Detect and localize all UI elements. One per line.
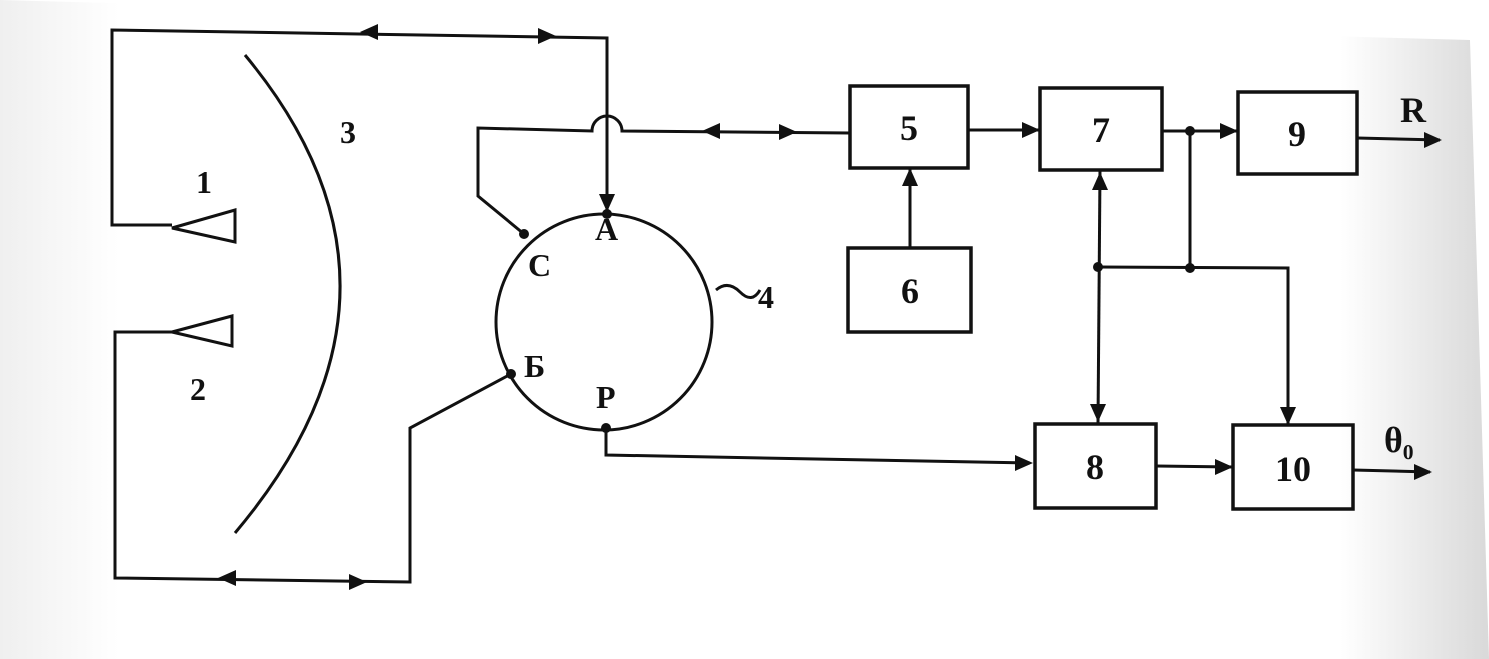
port-b-dot [506, 369, 516, 379]
arrow-up [902, 168, 918, 186]
label-reflector: 3 [340, 114, 356, 150]
port-p-label: Р [596, 379, 616, 415]
arrow-right [1015, 455, 1033, 471]
block-9-label: 9 [1288, 114, 1306, 154]
label-feed-1: 1 [196, 164, 212, 200]
line-7-to-8 [1096, 169, 1102, 425]
arrow-left [218, 570, 236, 586]
arrow-left [360, 24, 378, 40]
label-feed-2: 2 [190, 371, 206, 407]
port-c-label: С [528, 247, 551, 283]
label-ring: 4 [758, 279, 774, 315]
block-5-label: 5 [900, 108, 918, 148]
feed-horn-1 [171, 208, 237, 244]
feeder-line-2 [113, 330, 512, 584]
arrow-down [1280, 407, 1296, 425]
output-angle-label: θ₀ [1384, 420, 1414, 460]
arrow-right [779, 124, 797, 140]
output-range-label: R [1400, 90, 1427, 130]
line-p-to-8 [604, 428, 1031, 465]
arrow-right [1424, 132, 1442, 148]
bus-horizontal [1097, 265, 1290, 425]
arrow-right [349, 574, 367, 590]
port-a-label: А [595, 211, 618, 247]
arrow-left [702, 123, 720, 139]
arrow-right [1215, 459, 1233, 475]
block-6-label: 6 [901, 271, 919, 311]
arrow-right [1022, 122, 1040, 138]
port-b-label: Б [524, 348, 545, 384]
block-8-label: 8 [1086, 447, 1104, 487]
arrow-down [599, 194, 615, 212]
arrow-right [1414, 464, 1432, 480]
block-9 [1236, 90, 1359, 176]
block-10-label: 10 [1275, 449, 1311, 489]
reflector-arc [233, 54, 342, 534]
arrow-up [1092, 172, 1108, 190]
feed-horn-2 [171, 314, 234, 348]
arrow-right [538, 28, 556, 44]
feeder-line-1 [110, 28, 609, 227]
block-7-label: 7 [1092, 110, 1110, 150]
ring-label-leader [715, 284, 762, 299]
arrow-right [1220, 123, 1238, 139]
junction-dot [1185, 263, 1195, 273]
port-a-dot [602, 209, 612, 219]
arrow-down [1090, 404, 1106, 422]
line-c-to-5 [476, 114, 851, 236]
